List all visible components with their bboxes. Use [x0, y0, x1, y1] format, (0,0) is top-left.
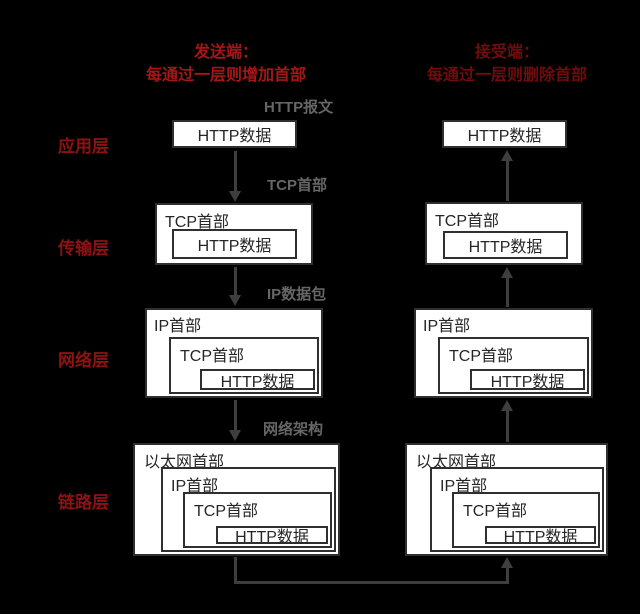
- ethernet-header-label: 以太网首部: [416, 454, 497, 471]
- arrow-head-down-icon: [229, 191, 241, 202]
- sender-link-http-box: HTTP数据: [216, 526, 328, 546]
- bottom-connector-left-segment: [234, 557, 237, 584]
- sender-arrow-app-to-transport: [234, 151, 237, 192]
- tcp-header-label: TCP首部: [194, 503, 259, 520]
- layer-label-link: 链路层: [58, 493, 109, 512]
- receiver-header: 接受端： 每通过一层则删除首部: [398, 41, 616, 87]
- ip-header-label: IP首部: [423, 318, 471, 335]
- http-data-label: HTTP数据: [220, 373, 295, 391]
- arrow-head-up-icon: [501, 267, 513, 278]
- arrow-head-up-icon: [501, 150, 513, 161]
- receiver-link-ip-box: IP首部 TCP首部 HTTP数据: [430, 467, 604, 552]
- sender-transport-tcp-box: TCP首部 HTTP数据: [155, 203, 313, 265]
- tcp-header-label: TCP首部: [449, 348, 514, 365]
- http-data-label: HTTP数据: [235, 529, 309, 546]
- sender-network-tcp-box: TCP首部 HTTP数据: [169, 337, 319, 394]
- tcp-header-label: TCP首部: [435, 213, 500, 230]
- receiver-network-tcp-box: TCP首部 HTTP数据: [438, 337, 589, 394]
- sender-arrow-transport-to-network: [234, 267, 237, 296]
- receiver-arrow-link-to-network: [506, 410, 509, 442]
- sender-network-ip-box: IP首部 TCP首部 HTTP数据: [145, 308, 323, 398]
- sender-link-ip-box: IP首部 TCP首部 HTTP数据: [161, 467, 336, 552]
- http-data-label: HTTP数据: [490, 373, 565, 391]
- arrow-head-down-icon: [229, 430, 241, 441]
- arrow-head-down-icon: [229, 295, 241, 306]
- arrow-head-up-icon: [501, 400, 513, 411]
- receiver-arrow-transport-to-app: [506, 160, 509, 201]
- sender-header: 发送端： 每通过一层则增加首部: [118, 41, 334, 87]
- receiver-link-tcp-box: TCP首部 HTTP数据: [452, 492, 600, 548]
- bottom-connector-right-segment: [506, 568, 509, 583]
- flow-label-tcp-header: TCP首部: [267, 177, 328, 194]
- bottom-connector-horizontal-segment: [234, 581, 509, 584]
- layer-label-network: 网络层: [58, 351, 109, 370]
- receiver-transport-http-box: HTTP数据: [443, 231, 568, 259]
- tcp-header-label: TCP首部: [165, 214, 230, 231]
- http-data-label: HTTP数据: [503, 529, 578, 546]
- ip-header-label: IP首部: [440, 478, 488, 495]
- http-data-label: HTTP数据: [468, 239, 543, 256]
- ip-header-label: IP首部: [171, 478, 219, 495]
- receiver-link-http-box: HTTP数据: [485, 526, 596, 546]
- sender-subtitle: 每通过一层则增加首部: [145, 67, 306, 84]
- flow-label-network-frame: 网络架构: [263, 421, 324, 438]
- sender-transport-http-box: HTTP数据: [172, 229, 297, 259]
- flow-label-ip-packet: IP数据包: [267, 286, 327, 303]
- receiver-arrow-network-to-transport: [506, 277, 509, 307]
- arrow-head-up-icon: [501, 557, 513, 568]
- layer-label-transport: 传输层: [58, 239, 109, 258]
- sender-link-tcp-box: TCP首部 HTTP数据: [183, 492, 332, 548]
- sender-network-http-box: HTTP数据: [200, 369, 315, 391]
- tcp-header-label: TCP首部: [463, 503, 528, 520]
- receiver-application-http-box: HTTP数据: [442, 120, 567, 148]
- receiver-transport-tcp-box: TCP首部 HTTP数据: [425, 202, 583, 265]
- receiver-network-http-box: HTTP数据: [470, 369, 585, 391]
- receiver-subtitle: 每通过一层则删除首部: [426, 67, 587, 84]
- receiver-network-ip-box: IP首部 TCP首部 HTTP数据: [414, 308, 593, 398]
- sender-application-http-box: HTTP数据: [172, 120, 297, 148]
- http-data-label: HTTP数据: [467, 128, 542, 145]
- http-data-label: HTTP数据: [197, 238, 272, 255]
- tcp-header-label: TCP首部: [180, 348, 245, 365]
- receiver-link-ethernet-box: 以太网首部 IP首部 TCP首部 HTTP数据: [405, 443, 608, 556]
- flow-label-http-message: HTTP报文: [264, 99, 334, 116]
- sender-title: 发送端：: [193, 44, 258, 61]
- sender-link-ethernet-box: 以太网首部 IP首部 TCP首部 HTTP数据: [133, 443, 340, 556]
- ip-header-label: IP首部: [154, 318, 202, 335]
- ethernet-header-label: 以太网首部: [144, 454, 225, 471]
- http-data-label: HTTP数据: [197, 128, 272, 145]
- receiver-title: 接受端：: [474, 44, 539, 61]
- layer-label-application: 应用层: [58, 137, 109, 156]
- sender-arrow-network-to-link: [234, 400, 237, 431]
